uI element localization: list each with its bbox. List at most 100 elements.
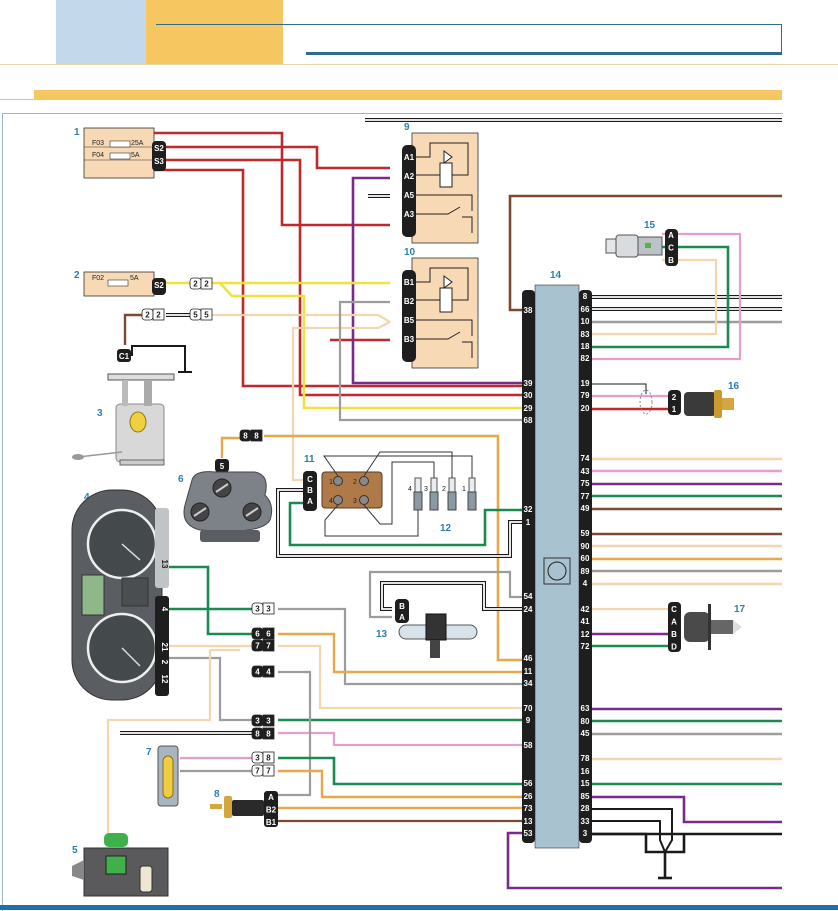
- ecu-14: 1438393029683215424461134709585626731353…: [522, 270, 592, 849]
- connector-pin: 2: [156, 311, 161, 320]
- relay-switch-icon: [416, 206, 461, 215]
- pin-label: A: [399, 613, 405, 622]
- relay-switch-icon: [416, 331, 461, 340]
- sensor-hex: [224, 796, 232, 818]
- connector-dark: [155, 596, 169, 696]
- valve-stem: [711, 620, 733, 634]
- ecu-right-pin-label: 15: [581, 779, 590, 788]
- ecu-right-pin-label: 33: [581, 817, 590, 826]
- pin-label: A: [671, 618, 677, 627]
- component-number: 8: [214, 789, 220, 800]
- ecu-right-pin-label: 59: [581, 529, 590, 538]
- module-bracket: [72, 860, 84, 880]
- connector-7-7-a-right: [262, 639, 275, 652]
- pin-label: S2: [154, 144, 164, 153]
- connector-pin: 3: [255, 754, 260, 763]
- pin-label: 12: [160, 675, 169, 684]
- spark-plug-thread: [467, 491, 477, 511]
- ecu-right-pin-label: 83: [581, 330, 590, 339]
- wire-a2-ecu39: [351, 176, 522, 385]
- ecu-right-pin-label: 28: [581, 804, 590, 813]
- relay-coil-icon: [439, 287, 453, 313]
- connector-3-3-a-right: [262, 602, 275, 615]
- fuse-icon: [109, 152, 131, 160]
- ecu-left-pin-label: 26: [524, 792, 533, 801]
- sensor-7: 7: [146, 745, 179, 807]
- connector-pin: 8: [243, 432, 248, 441]
- ecu-right-pin-label: 20: [581, 404, 590, 413]
- relay-10-pins: [402, 270, 416, 362]
- ecu-right-pin-label: 85: [581, 792, 590, 801]
- module-socket: [139, 865, 153, 893]
- sensor-hex: [615, 234, 639, 258]
- float-icon: [72, 454, 84, 460]
- wire-66-ecu11: [278, 632, 522, 674]
- wire-88-ecu58: [278, 731, 522, 747]
- fuse-box-1-pins-body: [152, 141, 166, 171]
- wire-s3-ecu30: [150, 158, 522, 397]
- wire-38-ecu56: [278, 756, 522, 786]
- ecu-left-pin-label: 34: [524, 679, 533, 688]
- header-blue-tab: [56, 0, 146, 64]
- connector-pin: 3: [255, 717, 260, 726]
- plug-number: 1: [462, 486, 466, 493]
- connector-3-8-right: [262, 751, 275, 764]
- header-orange-tab: [146, 0, 283, 64]
- terminal-label: 4: [329, 498, 333, 505]
- ecu-right-pin-label: 16: [581, 767, 590, 776]
- pin-label: S2: [154, 281, 164, 290]
- pin-label: A: [307, 497, 313, 506]
- ecu-left-pin-label: 53: [524, 829, 533, 838]
- pin-label: A5: [404, 191, 415, 200]
- wire-pump-c1: [123, 313, 142, 345]
- connector-pin: 3: [266, 717, 271, 726]
- transistor-icon: [547, 561, 567, 581]
- terminal-label: 1: [329, 479, 333, 486]
- pin-label: A3: [404, 210, 415, 219]
- connector-pin: 6: [255, 630, 260, 639]
- connector-8-8-top-right: [250, 429, 263, 442]
- wire-83-15b: [584, 258, 718, 336]
- spark-plug-thread: [429, 491, 439, 511]
- wire-coil-b-ecu1-core: [277, 489, 522, 557]
- component-number: 9: [404, 122, 410, 133]
- pin-c1: [117, 349, 131, 362]
- lcd-display: [81, 574, 105, 616]
- pin-label: 2: [160, 660, 169, 665]
- sensor-pins: [668, 390, 681, 415]
- module-indicator: [105, 855, 127, 875]
- wire-ecu38: [508, 194, 782, 312]
- wire-88-ecu46: [264, 434, 522, 662]
- pin-label: B1: [266, 818, 277, 827]
- connector-7-7-b-right: [262, 764, 275, 777]
- wire-b2-ecu68: [338, 300, 522, 422]
- fuse-rating: 5A: [131, 152, 140, 159]
- wire-19-shield: [584, 383, 647, 394]
- wire-77-ecu26: [278, 769, 522, 799]
- component-number: 14: [550, 270, 562, 281]
- component-number: 2: [74, 270, 80, 281]
- sensor-body: [232, 800, 264, 816]
- pin-label: C1: [119, 352, 130, 361]
- wire-dash-13: [165, 565, 252, 636]
- ecu-left-pin-label: 54: [524, 592, 533, 601]
- ecu-right-pin-label: 80: [581, 717, 590, 726]
- pin-label: B5: [404, 316, 415, 325]
- ecu-left-pin-label: 39: [524, 379, 533, 388]
- sensor-hex: [714, 390, 722, 418]
- needle: [121, 543, 141, 561]
